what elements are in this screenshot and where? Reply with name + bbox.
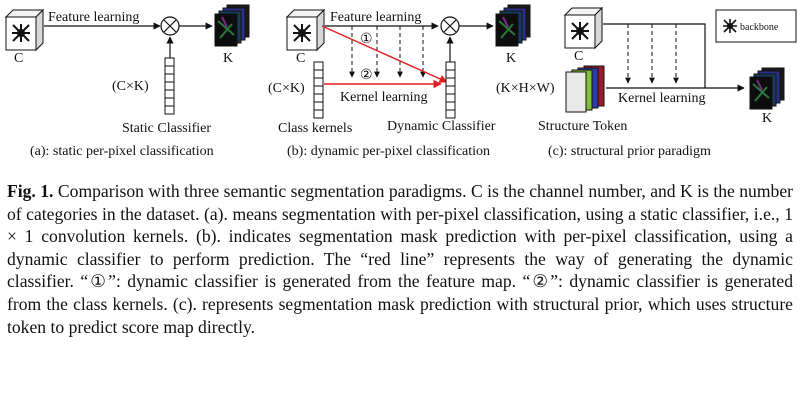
backbone-label: backbone xyxy=(740,22,779,33)
dashed-projections xyxy=(349,26,426,78)
feature-cube-icon xyxy=(564,7,603,49)
panel-c-caption: (c): structural prior paradigm xyxy=(548,144,711,159)
score-map-icon xyxy=(749,67,785,110)
backbone-icon xyxy=(723,19,737,33)
backbone-legend: backbone xyxy=(715,9,797,43)
score-map-icon xyxy=(214,4,250,47)
red-arrow-1 xyxy=(321,25,448,83)
kernel-learning-label: Kernel learning xyxy=(618,91,705,106)
caption-text: Comparison with three semantic segmentat… xyxy=(7,181,793,337)
structure-token-label: Structure Token xyxy=(538,119,627,134)
dynamic-classifier-bar xyxy=(445,61,456,119)
panel-b: C Feature learning ① K (C×K) ② Kernel le… xyxy=(268,4,531,159)
feature-cube-icon xyxy=(5,9,44,51)
feature-learning-label: Feature learning xyxy=(48,10,139,25)
static-classifier-label: Static Classifier xyxy=(122,121,211,136)
c-label: C xyxy=(14,51,23,66)
feature-cube-icon xyxy=(286,9,325,51)
k-label: K xyxy=(506,51,516,66)
c-label: C xyxy=(296,51,305,66)
class-kernels-bar xyxy=(313,61,324,119)
figure-caption: Fig. 1. Comparison with three semantic s… xyxy=(7,180,793,338)
figure-label: Fig. 1. xyxy=(7,181,54,201)
marker-1: ① xyxy=(360,32,373,47)
kernel-learning-label: Kernel learning xyxy=(340,90,427,105)
marker-2: ② xyxy=(360,68,373,83)
panel-c: C backbone (K×H×W) Kernel learning K Str… xyxy=(496,7,797,159)
k-label: K xyxy=(223,51,233,66)
class-kernels-label: Class kernels xyxy=(278,121,352,136)
multiply-icon xyxy=(160,16,180,36)
dims-label: (K×H×W) xyxy=(496,81,555,96)
structure-token-icon xyxy=(565,65,605,113)
dims-label: (C×K) xyxy=(268,81,305,96)
feature-path xyxy=(603,23,706,88)
k-label: K xyxy=(762,111,772,126)
dashed-projections xyxy=(625,24,679,84)
score-map-icon xyxy=(495,4,531,47)
panel-a: C Feature learning K (C×K) Static Classi… xyxy=(5,4,250,159)
dynamic-classifier-label: Dynamic Classifier xyxy=(387,119,496,134)
multiply-icon xyxy=(440,16,460,36)
panel-a-caption: (a): static per-pixel classification xyxy=(30,144,214,159)
feature-learning-label: Feature learning xyxy=(330,10,421,25)
panel-b-caption: (b): dynamic per-pixel classification xyxy=(287,144,490,159)
paradigm-figure: C Feature learning K (C×K) Static Classi… xyxy=(5,4,797,159)
static-classifier-bar xyxy=(164,57,175,115)
c-label: C xyxy=(574,49,583,64)
dims-label: (C×K) xyxy=(112,79,149,94)
